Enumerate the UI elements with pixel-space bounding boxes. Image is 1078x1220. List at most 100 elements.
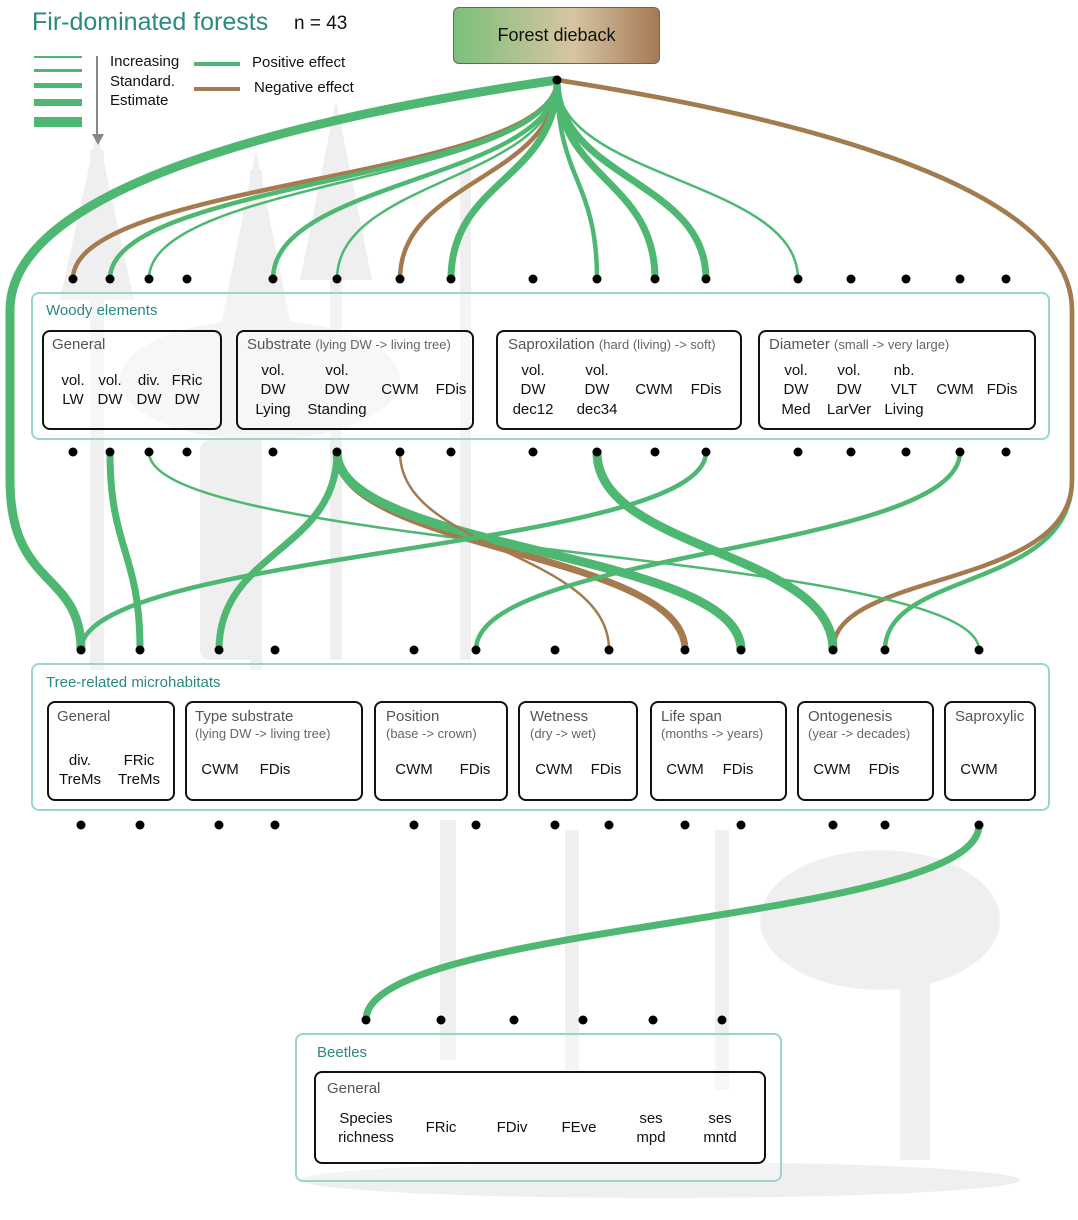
node-dot-woody-in: [701, 274, 711, 284]
group-woody-label: Woody elements: [46, 302, 158, 319]
node-dot-woody-in: [901, 274, 911, 284]
node-dot-woody-out: [68, 447, 78, 457]
tremhab-wetness-title: Wetness: [530, 708, 589, 725]
woody-variable-label: dec12: [512, 400, 554, 418]
path-edge-10: [553, 76, 710, 283]
tremhab-variable-label: FRic: [123, 751, 155, 769]
beetles-variable-label: Species: [339, 1109, 393, 1127]
tremhab-wetness-box: [518, 701, 638, 801]
woody-variable-label: Standing: [307, 400, 367, 418]
node-dot-beetles-in: [436, 1015, 446, 1025]
tremhab-variable-label: CWM: [201, 761, 239, 779]
woody-diameter-box: [758, 330, 1036, 430]
node-dot-tremhab-in: [135, 645, 145, 655]
tremhab-life-span-box: [650, 701, 787, 801]
node-dot-tremhab-in: [214, 645, 224, 655]
beetles-variable-label: mpd: [636, 1129, 666, 1146]
tremhab-variable-label: FDis: [459, 761, 491, 779]
woody-saproxilation-title: Saproxilation (hard (living) -> soft): [508, 336, 716, 353]
node-dot-tremhab-out: [736, 820, 746, 830]
group-beetles-label: Beetles: [317, 1044, 368, 1061]
node-dot-tremhab-out: [214, 820, 224, 830]
node-dot-woody-out: [701, 447, 711, 457]
woody-variable-label: vol.: [61, 371, 85, 389]
tremhab-variable-label: FDis: [868, 761, 900, 779]
path-edge-4: [270, 77, 560, 282]
node-dot-tremhab-in: [974, 645, 984, 655]
node-dot-tremhab-out: [604, 820, 614, 830]
tremhab-variable-label: FDis: [259, 761, 291, 779]
legend-width-lines: [34, 56, 82, 138]
node-dot-beetles-in: [717, 1015, 727, 1025]
legend-positive-swatch: [194, 62, 240, 66]
tremhab-variable-label: FDis: [722, 761, 754, 779]
tremhab-saproxylic-box: [944, 701, 1036, 801]
woody-substrate-title: Substrate (lying DW -> living tree): [247, 336, 451, 353]
woody-variable-label: CWM: [635, 381, 673, 399]
path-edge-20: [398, 450, 611, 652]
arrow-down-icon: [92, 56, 104, 146]
group-beetles: [295, 1033, 782, 1182]
path-edge-22: [78, 449, 709, 653]
beetles-variable-label: FDiv: [496, 1119, 528, 1137]
path-edge-7: [447, 76, 561, 283]
node-dot-woody-in: [528, 274, 538, 284]
woody-variable-label: vol.: [261, 361, 285, 379]
woody-variable-label: Med: [781, 400, 811, 418]
woody-variable-label: DW: [836, 381, 862, 399]
tremhab-variable-label: TreMs: [59, 771, 101, 788]
tremhab-wetness-subtitle: (dry -> wet): [530, 726, 597, 741]
node-dot-woody-in: [144, 274, 154, 284]
node-dot-woody-in: [395, 274, 405, 284]
tremhab-variable-label: CWM: [395, 761, 433, 779]
woody-variable-label: vol.: [521, 361, 545, 379]
node-dot-tremhab-out: [76, 820, 86, 830]
node-dot-beetles-in: [509, 1015, 519, 1025]
woody-saproxilation-box: [496, 330, 742, 430]
tremhab-type-substrate-box: [185, 701, 363, 801]
driver-label: Forest dieback: [497, 25, 616, 45]
node-dot-tremhab-in: [76, 645, 86, 655]
woody-variable-label: DW: [260, 381, 286, 399]
node-dot-tremhab-out: [974, 820, 984, 830]
node-dot-woody-in: [846, 274, 856, 284]
node-dot-woody-in: [268, 274, 278, 284]
node-dot-tremhab-in: [828, 645, 838, 655]
woody-variable-label: vol.: [585, 361, 609, 379]
node-dot-woody-in: [592, 274, 602, 284]
woody-variable-label: vol.: [325, 361, 349, 379]
node-dot-woody-out: [793, 447, 803, 457]
node-dot-woody-out: [395, 447, 405, 457]
woody-variable-label: DW: [324, 381, 350, 399]
woody-general-title: General: [52, 336, 106, 353]
woody-variable-label: DW: [97, 391, 123, 408]
legend-positive-label: Positive effect: [252, 54, 346, 71]
tremhab-variable-label: CWM: [535, 761, 573, 779]
woody-variable-label: FDis: [986, 381, 1018, 399]
woody-variable-label: LW: [62, 391, 84, 408]
node-dot-woody-out: [592, 447, 602, 457]
path-edge-15: [106, 448, 144, 654]
tremhab-ontogenesis-title: Ontogenesis: [808, 708, 893, 725]
node-dot-woody-in: [68, 274, 78, 284]
woody-variable-label: DW: [783, 381, 809, 399]
node-dot-tremhab-in: [736, 645, 746, 655]
node-dot-woody-out: [268, 447, 278, 457]
node-dot-tremhab-in: [604, 645, 614, 655]
path-edge-24: [362, 821, 983, 1024]
woody-variable-label: vol.: [784, 361, 808, 379]
node-dot-woody-out: [332, 447, 342, 457]
tremhab-position-title: Position: [386, 708, 440, 725]
node-dot-tremhab-in: [270, 645, 280, 655]
node-dot-tremhab-out: [135, 820, 145, 830]
tremhab-variable-label: CWM: [813, 761, 851, 779]
woody-variable-label: LarVer: [826, 400, 872, 418]
woody-variable-label: DW: [584, 381, 610, 399]
group-tremhabitats: [31, 663, 1050, 811]
node-dot-tremhab-in: [550, 645, 560, 655]
woody-variable-label: DW: [520, 381, 546, 399]
node-dot-tremhab-in: [471, 645, 481, 655]
tremhab-type-substrate-subtitle: (lying DW -> living tree): [195, 726, 331, 741]
node-dot-woody-in: [1001, 274, 1011, 284]
